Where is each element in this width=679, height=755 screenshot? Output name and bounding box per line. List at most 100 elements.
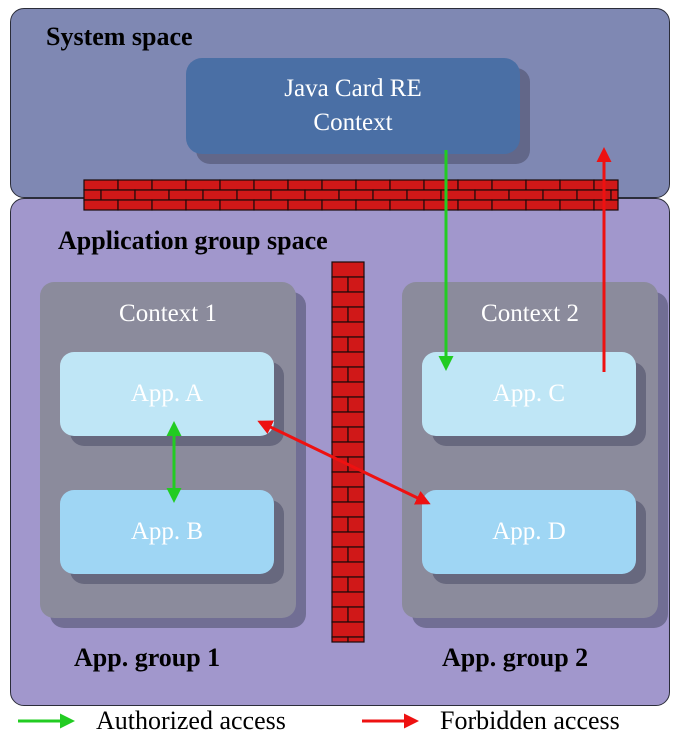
brick: [559, 199, 595, 211]
brick: [331, 471, 365, 488]
brick: [331, 606, 349, 623]
context-2-title: Context 2: [481, 300, 579, 327]
brick: [331, 576, 349, 593]
brick: [100, 189, 136, 201]
brick: [338, 189, 374, 201]
brick: [151, 199, 187, 211]
brick: [491, 179, 527, 191]
brick: [347, 516, 365, 533]
brick: [287, 199, 323, 211]
brick: [331, 546, 349, 563]
brick: [331, 381, 365, 398]
brick: [331, 486, 349, 503]
brick: [331, 531, 365, 548]
app-d-box: App. D: [422, 490, 636, 574]
brick: [253, 179, 289, 191]
brick: [331, 321, 365, 338]
app-group-2-label: App. group 2: [442, 643, 589, 672]
brick: [83, 179, 119, 191]
brick: [253, 199, 289, 211]
brick: [423, 179, 459, 191]
brick: [236, 189, 272, 201]
brick: [202, 189, 238, 201]
app-group-1-label: App. group 1: [74, 643, 221, 672]
application-group-space-title: Application group space: [58, 226, 328, 255]
brick: [287, 179, 323, 191]
app-c-label: App. C: [492, 380, 566, 407]
brick: [331, 276, 349, 293]
brick: [347, 636, 365, 643]
brick: [304, 189, 340, 201]
brick: [331, 411, 365, 428]
brick: [117, 179, 153, 191]
context-1-title: Context 1: [119, 300, 217, 327]
brick: [355, 179, 391, 191]
legend-authorized-label: Authorized access: [96, 706, 286, 735]
app-d-label: App. D: [492, 518, 566, 545]
vertical-firewall: [331, 261, 365, 643]
brick: [331, 621, 365, 638]
brick: [331, 561, 365, 578]
brick: [185, 199, 221, 211]
brick: [593, 199, 619, 211]
brick: [331, 636, 349, 643]
brick: [457, 199, 493, 211]
brick: [331, 291, 365, 308]
jre-context-box: Java Card RE Context: [186, 58, 520, 154]
brick: [347, 606, 365, 623]
brick: [389, 199, 425, 211]
brick: [331, 261, 365, 278]
brick: [331, 396, 349, 413]
brick: [347, 486, 365, 503]
brick: [474, 189, 510, 201]
brick: [331, 426, 349, 443]
brick: [331, 351, 365, 368]
brick: [347, 576, 365, 593]
brick: [270, 189, 306, 201]
forbidden-arrow-app-a-app-d: [257, 420, 431, 505]
brick: [423, 199, 459, 211]
brick: [331, 336, 349, 353]
brick: [457, 179, 493, 191]
brick: [347, 366, 365, 383]
brick: [83, 189, 102, 201]
brick: [331, 516, 349, 533]
brick: [168, 189, 204, 201]
brick: [321, 179, 357, 191]
jre-line2: Context: [313, 109, 393, 136]
brick: [542, 189, 578, 201]
app-a-label: App. A: [130, 380, 204, 407]
horizontal-firewall: [83, 179, 619, 211]
brick: [355, 199, 391, 211]
brick: [331, 306, 349, 323]
brick: [372, 189, 408, 201]
brick: [559, 179, 595, 191]
brick: [508, 189, 544, 201]
jre-line1: Java Card RE: [284, 75, 422, 102]
brick: [347, 276, 365, 293]
brick: [389, 179, 425, 191]
brick: [185, 179, 221, 191]
brick: [219, 179, 255, 191]
brick: [347, 546, 365, 563]
legend-forbidden-label: Forbidden access: [440, 706, 620, 735]
brick: [525, 179, 561, 191]
brick: [610, 189, 619, 201]
system-space-title: System space: [46, 22, 193, 51]
brick: [134, 189, 170, 201]
brick: [593, 179, 619, 191]
brick: [117, 199, 153, 211]
brick: [331, 366, 349, 383]
brick: [491, 199, 527, 211]
brick: [347, 426, 365, 443]
app-c-box: App. C: [422, 352, 636, 436]
brick: [347, 336, 365, 353]
brick: [151, 179, 187, 191]
app-b-box: App. B: [60, 490, 274, 574]
brick: [219, 199, 255, 211]
brick: [331, 591, 365, 608]
brick: [331, 501, 365, 518]
brick: [406, 189, 442, 201]
brick: [83, 199, 119, 211]
